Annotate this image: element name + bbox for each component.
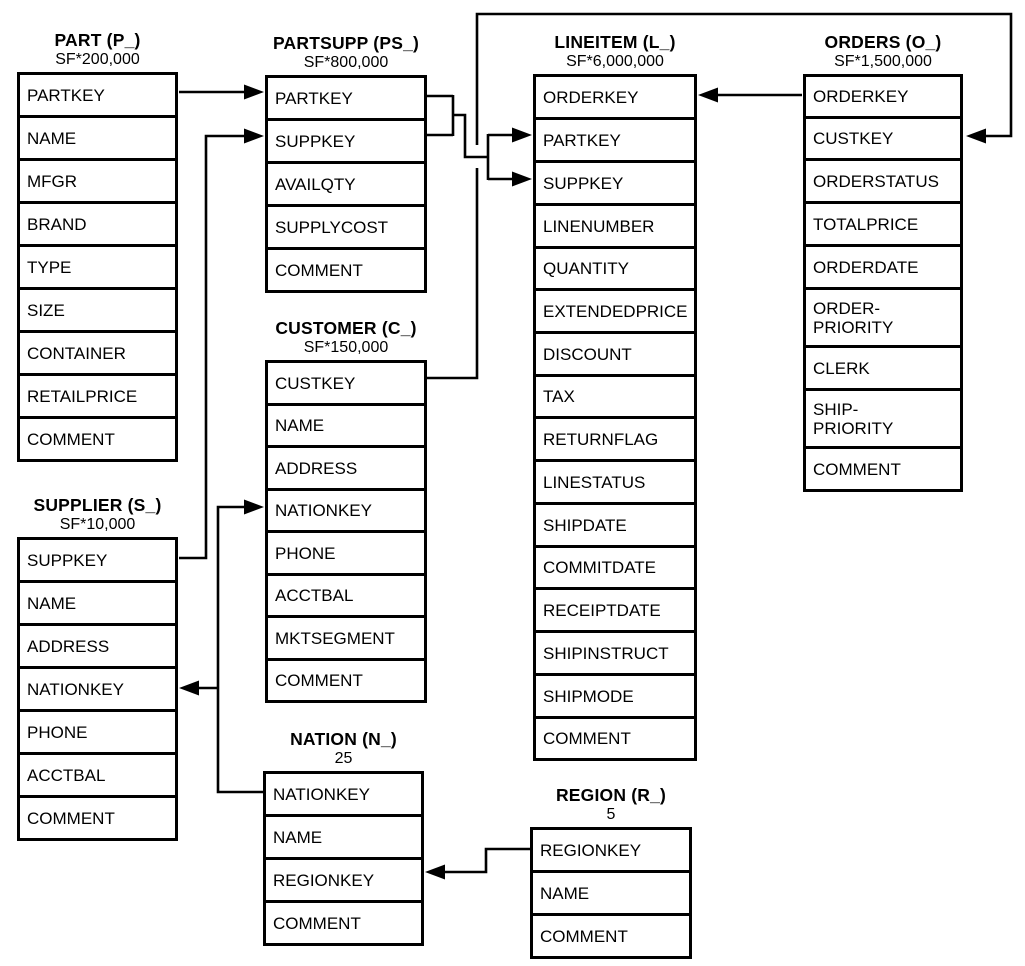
column-supplier-nationkey: NATIONKEY (17, 666, 178, 712)
column-lineitem-shipmode: SHIPMODE (533, 673, 697, 719)
table-header-lineitem: LINEITEM (L_)SF*6,000,000 (513, 32, 717, 71)
table-title: REGION (R_) (555, 785, 667, 805)
table-cardinality: SF*200,000 (55, 51, 140, 68)
column-lineitem-extendedprice: EXTENDEDPRICE (533, 288, 697, 334)
column-orders-comment: COMMENT (803, 446, 963, 492)
table-header-nation: NATION (N_)25 (243, 729, 444, 768)
column-partsupp-suppkey: SUPPKEY (265, 118, 427, 164)
column-region-name: NAME (530, 870, 692, 916)
table-cardinality: SF*800,000 (303, 54, 389, 71)
column-part-size: SIZE (17, 287, 178, 333)
column-part-partkey: PARTKEY (17, 72, 178, 118)
table-header-supplier: SUPPLIER (S_)SF*10,000 (0, 495, 198, 534)
column-part-type: TYPE (17, 244, 178, 290)
column-customer-name: NAME (265, 403, 427, 448)
column-lineitem-receiptdate: RECEIPTDATE (533, 587, 697, 633)
column-part-container: CONTAINER (17, 330, 178, 376)
arrow-part-partkey-to-partsupp-partkey (179, 84, 264, 100)
column-customer-custkey: CUSTKEY (265, 360, 427, 406)
column-nation-regionkey: REGIONKEY (263, 857, 424, 903)
column-lineitem-linestatus: LINESTATUS (533, 459, 697, 505)
column-part-comment: COMMENT (17, 416, 178, 462)
column-supplier-address: ADDRESS (17, 623, 178, 669)
table-title: LINEITEM (L_) (554, 32, 676, 52)
column-partsupp-comment: COMMENT (265, 247, 427, 293)
arrow-region-regionkey-to-nation-regionkey (425, 847, 531, 880)
column-customer-nationkey: NATIONKEY (265, 488, 427, 533)
table-header-part: PART (P_)SF*200,000 (0, 30, 198, 69)
table-title: SUPPLIER (S_) (33, 495, 162, 515)
column-lineitem-partkey: PARTKEY (533, 117, 697, 163)
column-region-regionkey: REGIONKEY (530, 827, 692, 873)
column-lineitem-comment: COMMENT (533, 716, 697, 761)
table-cardinality: 25 (334, 750, 353, 767)
column-orders-custkey: CUSTKEY (803, 116, 963, 161)
column-customer-comment: COMMENT (265, 658, 427, 703)
column-nation-name: NAME (263, 814, 424, 860)
column-lineitem-linenumber: LINENUMBER (533, 203, 697, 249)
column-supplier-name: NAME (17, 580, 178, 626)
table-header-region: REGION (R_)5 (510, 785, 712, 824)
table-header-customer: CUSTOMER (C_)SF*150,000 (245, 318, 447, 357)
column-orders-orderdate: ORDERDATE (803, 244, 963, 290)
column-supplier-phone: PHONE (17, 709, 178, 755)
column-part-brand: BRAND (17, 201, 178, 247)
table-title: PARTSUPP (PS_) (272, 33, 420, 53)
table-cardinality: 5 (606, 806, 616, 823)
table-title: ORDERS (O_) (824, 32, 942, 52)
column-customer-acctbal: ACCTBAL (265, 573, 427, 618)
table-title: PART (P_) (54, 30, 141, 50)
column-part-mfgr: MFGR (17, 158, 178, 204)
table-cardinality: SF*6,000,000 (566, 53, 664, 70)
column-lineitem-quantity: QUANTITY (533, 246, 697, 291)
column-orders-shippriority: SHIP- PRIORITY (803, 388, 963, 449)
column-lineitem-suppkey: SUPPKEY (533, 160, 697, 206)
table-cardinality: SF*1,500,000 (834, 53, 932, 70)
column-lineitem-commitdate: COMMITDATE (533, 545, 697, 590)
arrow-orders-orderkey-to-lineitem-orderkey (698, 87, 802, 103)
column-part-retailprice: RETAILPRICE (17, 373, 178, 419)
column-supplier-comment: COMMENT (17, 795, 178, 841)
column-partsupp-supplycost: SUPPLYCOST (265, 204, 427, 250)
column-customer-phone: PHONE (265, 530, 427, 576)
table-header-partsupp: PARTSUPP (PS_)SF*800,000 (245, 33, 447, 72)
table-title: NATION (N_) (290, 729, 397, 749)
column-supplier-suppkey: SUPPKEY (17, 537, 178, 583)
column-lineitem-shipdate: SHIPDATE (533, 502, 697, 548)
column-region-comment: COMMENT (530, 913, 692, 959)
column-nation-comment: COMMENT (263, 900, 424, 946)
column-nation-nationkey: NATIONKEY (263, 771, 424, 817)
table-cardinality: SF*150,000 (303, 339, 389, 356)
column-orders-totalprice: TOTALPRICE (803, 201, 963, 247)
column-lineitem-tax: TAX (533, 374, 697, 419)
column-orders-orderpriority: ORDER- PRIORITY (803, 287, 963, 348)
column-partsupp-availqty: AVAILQTY (265, 161, 427, 207)
column-customer-address: ADDRESS (265, 445, 427, 491)
table-header-orders: ORDERS (O_)SF*1,500,000 (783, 32, 983, 71)
column-orders-orderkey: ORDERKEY (803, 74, 963, 119)
table-title: CUSTOMER (C_) (275, 318, 417, 338)
column-partsupp-partkey: PARTKEY (265, 75, 427, 121)
table-cardinality: SF*10,000 (59, 516, 136, 533)
column-lineitem-returnflag: RETURNFLAG (533, 416, 697, 462)
column-lineitem-orderkey: ORDERKEY (533, 74, 697, 120)
column-customer-mktsegment: MKTSEGMENT (265, 615, 427, 661)
column-lineitem-shipinstruct: SHIPINSTRUCT (533, 630, 697, 676)
arrow-partsupp-keys-to-lineitem-keys (426, 94, 532, 187)
column-supplier-acctbal: ACCTBAL (17, 752, 178, 798)
column-orders-clerk: CLERK (803, 345, 963, 391)
column-lineitem-discount: DISCOUNT (533, 331, 697, 377)
column-part-name: NAME (17, 115, 178, 161)
column-orders-orderstatus: ORDERSTATUS (803, 158, 963, 204)
